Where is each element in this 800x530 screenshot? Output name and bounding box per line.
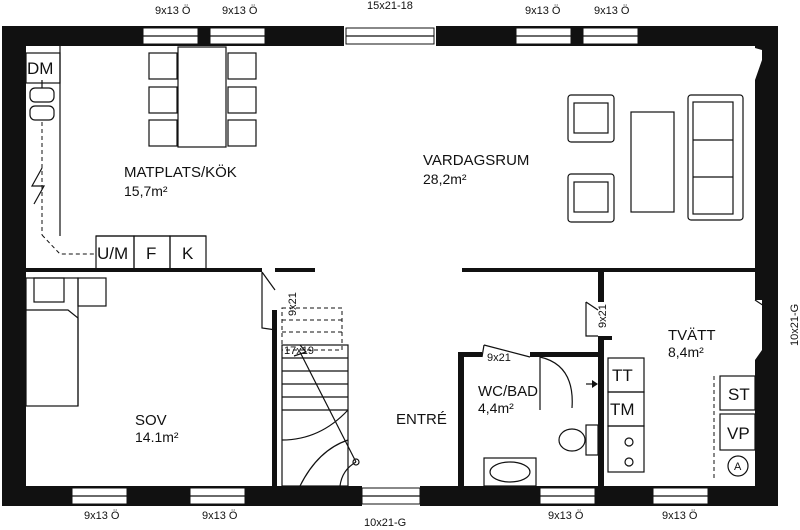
- bedroom-furniture: [25, 277, 107, 407]
- label-um: U/M: [97, 244, 128, 263]
- dim-window-top-center: 15x21-18: [367, 0, 413, 12]
- laundry-area: 8,4m²: [668, 344, 704, 360]
- dim-door-bath: 9x21: [487, 352, 511, 364]
- dim-window-bottom-4: 9x13 Ö: [662, 510, 698, 522]
- dining-table: [148, 46, 257, 148]
- label-vp: VP: [727, 424, 750, 443]
- dim-window-top-1: 9x13 Ö: [155, 5, 191, 17]
- dim-window-bottom-1: 9x13 Ö: [84, 510, 120, 522]
- kitchen-name: MATPLATS/KÖK: [124, 163, 237, 181]
- doors: [261, 271, 771, 410]
- laundry-fixtures: [607, 357, 756, 480]
- dim-door-bottom-center: 10x21-G: [364, 517, 406, 529]
- bath-area: 4,4m²: [478, 400, 514, 416]
- dim-door-bedroom: 9x21: [287, 292, 299, 316]
- label-a: A: [734, 461, 742, 473]
- kitchen-counter: [25, 46, 207, 270]
- dim-window-top-2: 9x13 Ö: [222, 5, 258, 17]
- label-tm: TM: [610, 400, 635, 419]
- bedroom-name: SOV: [135, 412, 167, 429]
- windows: [71, 27, 709, 505]
- dim-window-top-3: 9x13 Ö: [525, 5, 561, 17]
- label-st: ST: [728, 385, 750, 404]
- bath-name: WC/BAD: [478, 383, 538, 400]
- dim-door-laundry: 9x21: [597, 304, 609, 328]
- dim-window-bottom-2: 9x13 Ö: [202, 510, 238, 522]
- dim-window-bottom-3: 9x13 Ö: [548, 510, 584, 522]
- entry-name: ENTRÉ: [396, 411, 447, 428]
- dim-stair: 17x19: [284, 345, 314, 357]
- bathroom-fixtures: [483, 380, 599, 487]
- living-name: VARDAGSRUM: [423, 152, 529, 169]
- outer-walls: [2, 26, 778, 506]
- bedroom-area: 14.1m²: [135, 429, 179, 445]
- kitchen-area: 15,7m²: [124, 183, 168, 199]
- label-f: F: [146, 244, 156, 263]
- label-k: K: [182, 244, 194, 263]
- laundry-name: TVÄTT: [668, 327, 716, 344]
- label-dm: DM: [27, 59, 53, 78]
- living-area: 28,2m²: [423, 171, 467, 187]
- dim-window-top-4: 9x13 Ö: [594, 5, 630, 17]
- stairs: [281, 307, 360, 487]
- living-furniture: [567, 94, 744, 223]
- dim-door-right: 10x21-G: [789, 304, 800, 346]
- interior-walls: [22, 268, 755, 486]
- label-tt: TT: [612, 366, 633, 385]
